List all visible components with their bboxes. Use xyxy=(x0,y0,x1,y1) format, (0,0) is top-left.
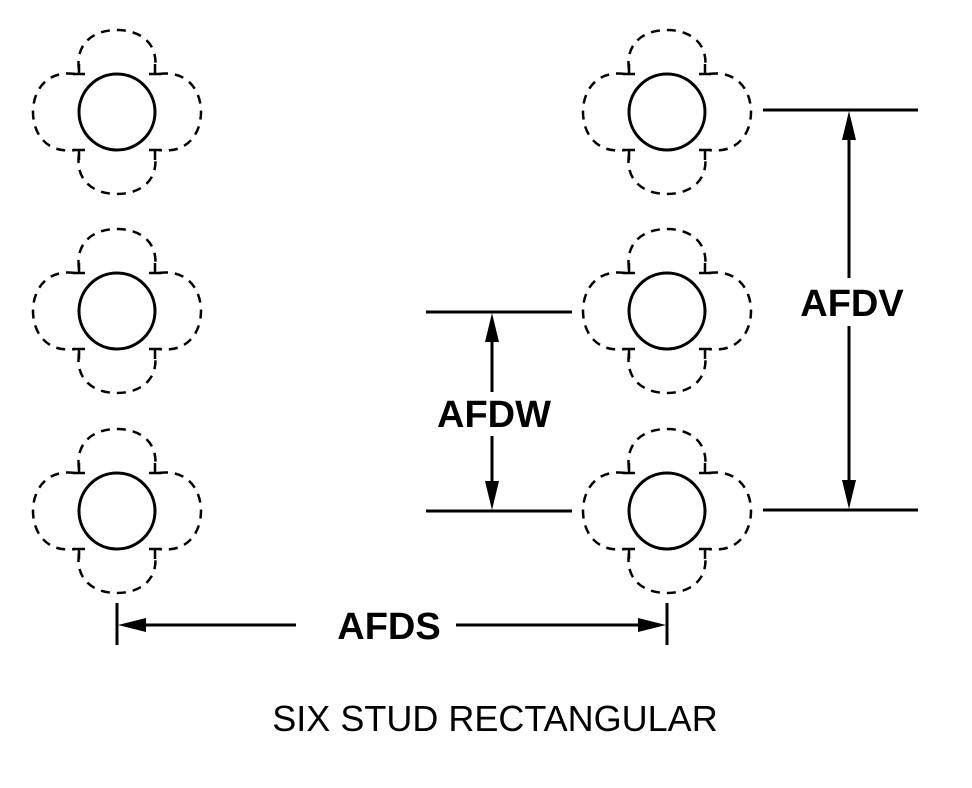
afds-label: AFDS xyxy=(337,606,440,648)
stud-middle-left-symbol xyxy=(31,227,203,395)
stud-top-left-symbol xyxy=(31,28,203,196)
arrow-up-icon xyxy=(485,313,499,342)
afdv-dimension: AFDV xyxy=(763,108,918,512)
arrow-down-icon xyxy=(485,481,499,510)
arrow-left-icon xyxy=(118,618,146,632)
stud-bottom-right-symbol xyxy=(581,427,753,595)
stud-top-right-symbol xyxy=(581,28,753,196)
afds-dimension: AFDS xyxy=(115,603,669,648)
stud-middle-right-symbol xyxy=(581,227,753,395)
arrow-up-icon xyxy=(842,111,856,140)
diagram-title: SIX STUD RECTANGULAR xyxy=(272,698,717,739)
afdw-dimension: AFDW xyxy=(426,310,572,513)
stud-bottom-left-symbol xyxy=(31,427,203,595)
afdv-label: AFDV xyxy=(800,283,904,325)
arrow-right-icon xyxy=(638,618,666,632)
studs-group xyxy=(31,28,753,595)
arrow-down-icon xyxy=(842,480,856,509)
afdw-label: AFDW xyxy=(437,394,551,436)
